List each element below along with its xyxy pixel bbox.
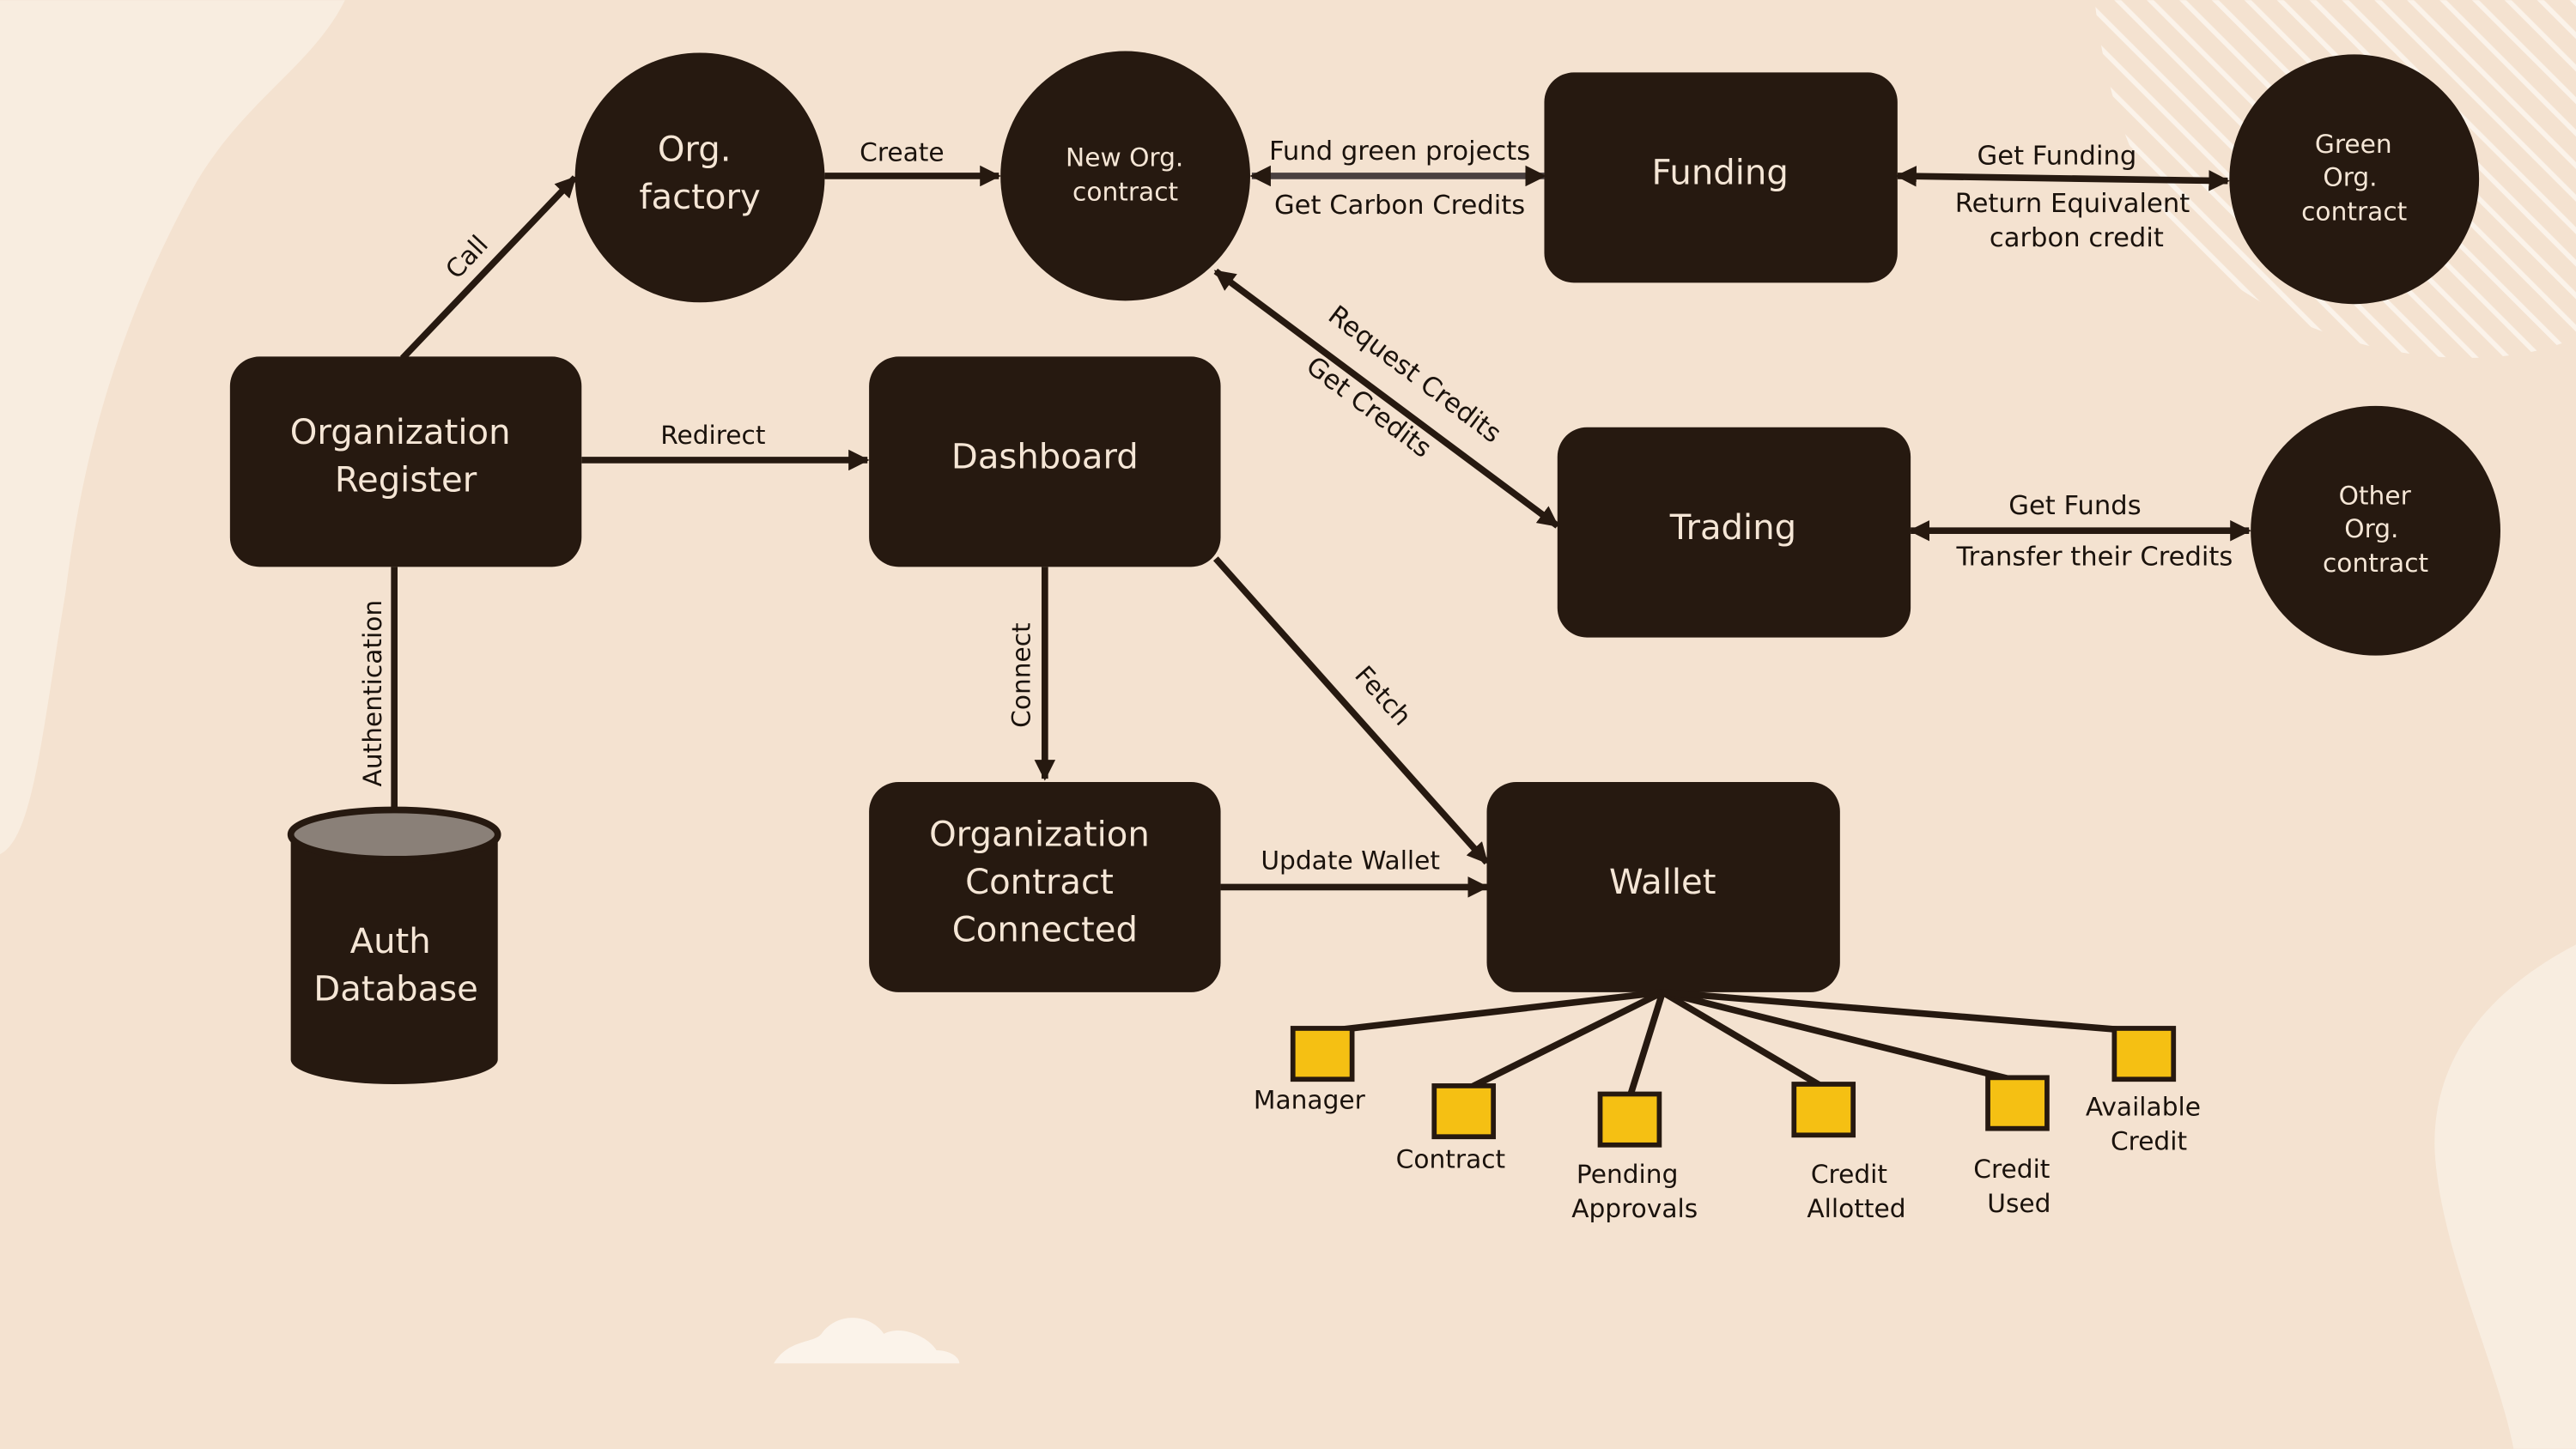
node-other-org-contract: Other Org. contract <box>2251 405 2500 656</box>
wallet-item-available-credit: Available Credit <box>2086 1091 2209 1155</box>
node-auth-database: Auth Database <box>287 806 501 1085</box>
leaf-contract <box>1431 1083 1497 1140</box>
label-create: Create <box>860 137 945 167</box>
svg-text:Organization Contract: Organization Contract Connected <box>929 815 1160 950</box>
label-get-carbon-credits: Get Carbon Credits <box>1274 191 1525 221</box>
label-return-equivalent: Return Equivalent carbon credit <box>1955 189 2198 253</box>
svg-text:Auth Database: Auth Database <box>313 922 478 1009</box>
label-redirect: Redirect <box>660 420 765 450</box>
edge-get-funding <box>1895 166 2230 191</box>
edges <box>383 165 2251 898</box>
right-blob <box>2434 944 2576 1449</box>
svg-text:New Org. contract: New Org. contract <box>1066 142 1192 206</box>
node-green-org-contract: Green Org. contract <box>2229 54 2480 305</box>
node-org-factory: Org. factory <box>574 52 825 303</box>
svg-text:Other Org. con: Other Org. contract <box>2323 481 2428 578</box>
node-dashboard: Dashboard <box>869 356 1221 567</box>
leaf-pending-approvals <box>1597 1091 1662 1148</box>
svg-text:Dashboard: Dashboard <box>951 438 1139 477</box>
left-blob <box>0 0 345 855</box>
node-wallet: Wallet <box>1486 781 1840 992</box>
edge-fetch <box>1212 556 1490 865</box>
svg-text:Org. factory: Org. factory <box>639 130 760 217</box>
node-organization-register: Organization Register <box>229 356 582 567</box>
wallet-item-credit-allotted: Credit Allotted <box>1807 1159 1905 1223</box>
node-new-org-contract: New Org. contract <box>1000 51 1250 301</box>
label-get-funding: Get Funding <box>1978 142 2137 172</box>
cloud-shape <box>774 1318 960 1364</box>
wallet-item-manager: Manager <box>1254 1085 1366 1115</box>
svg-text:Trading: Trading <box>1669 508 1796 548</box>
label-update-wallet: Update Wallet <box>1261 845 1440 875</box>
wallet-item-pending-approvals: Pending Approvals <box>1571 1159 1698 1223</box>
label-fund-green-projects: Fund green projects <box>1269 136 1530 167</box>
node-trading: Trading <box>1557 427 1911 638</box>
leaf-credit-allotted <box>1791 1082 1856 1138</box>
leaf-available-credit <box>2111 1026 2177 1082</box>
wallet-item-contract: Contract <box>1396 1144 1506 1174</box>
node-organization-contract-connected: Organization Contract Connected <box>869 781 1221 992</box>
edge-request-credits <box>1213 268 1560 529</box>
leaf-manager <box>1290 1026 1355 1082</box>
label-call: Call <box>440 229 494 284</box>
svg-text:Green Org. con: Green Org. contract <box>2301 129 2407 226</box>
label-authentication: Authentication <box>357 600 387 787</box>
svg-text:Organization Register: Organization Register <box>290 413 522 500</box>
nodes: Org. factory New Org. contract Funding G… <box>229 51 2500 1085</box>
leaf-credit-used <box>1985 1075 2050 1131</box>
wallet-tree: Manager Contract Pending Approvals Credi… <box>1254 989 2209 1223</box>
node-funding: Funding <box>1544 72 1898 283</box>
wallet-item-credit-used: Credit Used <box>1973 1154 2058 1218</box>
label-get-funds: Get Funds <box>2008 491 2141 521</box>
label-transfer-credits: Transfer their Credits <box>1955 542 2233 572</box>
label-connect: Connect <box>1006 622 1036 728</box>
edge-call <box>399 175 578 361</box>
svg-text:Funding: Funding <box>1651 154 1788 193</box>
svg-text:Wallet: Wallet <box>1609 863 1716 902</box>
